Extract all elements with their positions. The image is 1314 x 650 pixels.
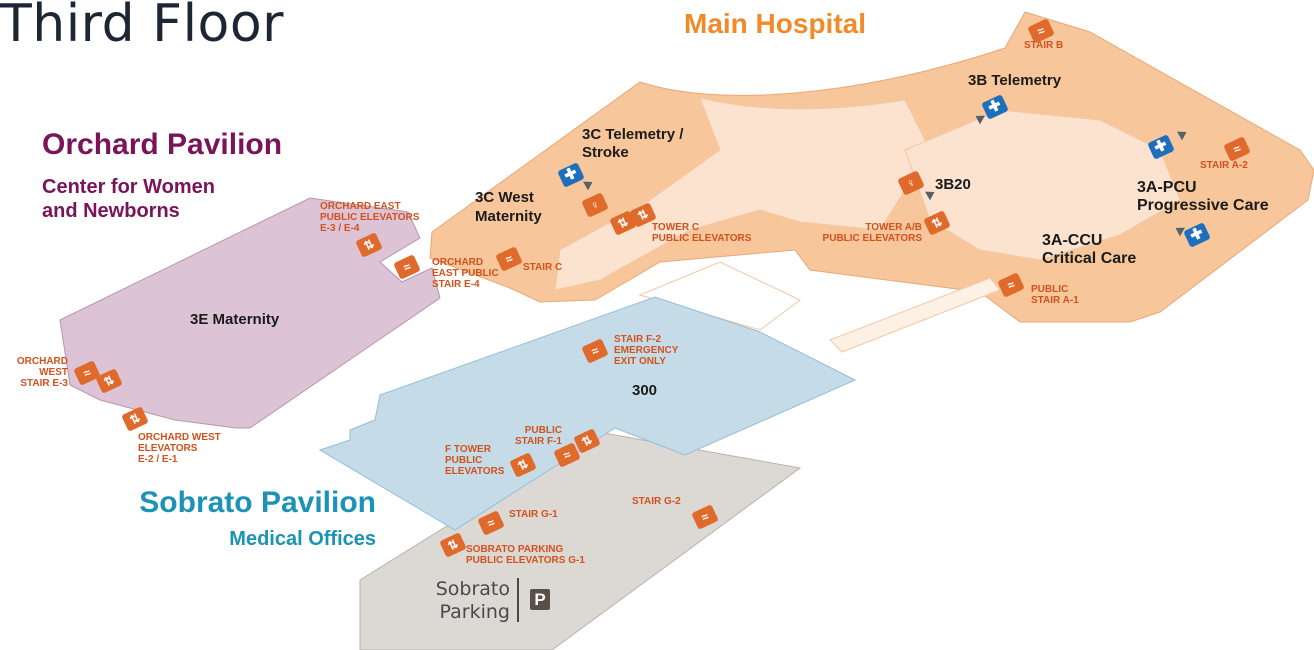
parking-label-line2: Parking [439, 601, 510, 623]
orchard-west-stair-label-2: WEST [39, 367, 68, 378]
orchard-east-elev-label-1: ORCHARD EAST [320, 201, 401, 212]
stair-a2-label: STAIR A-2 [1200, 160, 1248, 171]
stair-f2-label-2: EMERGENCY [614, 345, 679, 356]
unit-300[interactable]: 300 [632, 382, 658, 399]
stair-f2-label-1: STAIR F-2 [614, 334, 662, 345]
unit-3a-ccu-line1[interactable]: 3A-CCU [1042, 232, 1103, 249]
page-title: Third Floor [0, 0, 285, 54]
tower-c-label-2: PUBLIC ELEVATORS [652, 233, 752, 244]
skybridge-a [829, 277, 1001, 353]
stair-a1-label-2: STAIR A-1 [1031, 295, 1079, 306]
orchard-west-stair-label-1: ORCHARD [16, 356, 68, 367]
orchard-east-stair-label-3: STAIR E-4 [432, 279, 480, 290]
orchard-west-elev-label-3: E-2 / E-1 [138, 454, 178, 465]
f-tower-label-3: ELEVATORS [445, 466, 505, 477]
orchard-pavilion-area[interactable] [59, 197, 441, 429]
stair-f2-label-3: EXIT ONLY [614, 356, 666, 367]
unit-3c-west-line1[interactable]: 3C West [475, 189, 534, 206]
parking-icon: P [530, 589, 550, 610]
main-hospital-corridor [554, 97, 931, 291]
orchard-east-elev-label-2: PUBLIC ELEVATORS [320, 212, 420, 223]
stair-g2-label: STAIR G-2 [632, 496, 681, 507]
orchard-subtitle-1: Center for Women [42, 176, 215, 198]
sobrato-parking-elev-label-2: PUBLIC ELEVATORS G-1 [466, 555, 585, 566]
main-hospital-corridor-east [904, 109, 1181, 261]
stair-g1-label: STAIR G-1 [509, 509, 558, 520]
unit-3b-telemetry[interactable]: 3B Telemetry [968, 72, 1062, 89]
sobrato-parking-area[interactable] [359, 431, 802, 650]
unit-3b20[interactable]: 3B20 [935, 176, 971, 193]
unit-3c-west-line2[interactable]: Maternity [475, 208, 542, 225]
f-tower-label-2: PUBLIC [445, 455, 483, 466]
tower-ab-label-1: TOWER A/B [865, 222, 922, 233]
orchard-west-elev-label-2: ELEVATORS [138, 443, 198, 454]
sobrato-subtitle: Medical Offices [229, 528, 376, 550]
stair-a1-label-1: PUBLIC [1031, 284, 1069, 295]
orchard-west-stair-label-3: STAIR E-3 [20, 378, 68, 389]
sobrato-pavilion-label: Sobrato Pavilion [139, 486, 376, 519]
stair-c-label: STAIR C [523, 262, 563, 273]
orchard-east-stair-label-2: EAST PUBLIC [432, 268, 499, 279]
unit-3c-telemetry-line1[interactable]: 3C Telemetry / [582, 126, 684, 143]
unit-3a-pcu-line1[interactable]: 3A-PCU [1137, 179, 1197, 196]
unit-3a-pcu-line2[interactable]: Progressive Care [1137, 197, 1269, 214]
orchard-pavilion-label: Orchard Pavilion [42, 128, 283, 161]
stair-f1-label-2: STAIR F-1 [514, 436, 562, 447]
orchard-west-elev-label-1: ORCHARD WEST [138, 432, 221, 443]
orchard-subtitle-2: and Newborns [42, 200, 180, 222]
sobrato-parking-elev-label-1: SOBRATO PARKING [466, 544, 564, 555]
unit-3e-maternity[interactable]: 3E Maternity [190, 311, 280, 328]
main-hospital-label: Main Hospital [684, 8, 867, 39]
orchard-east-stair-label-1: ORCHARD [432, 257, 484, 268]
unit-3a-ccu-line2[interactable]: Critical Care [1042, 250, 1137, 267]
orchard-east-elev-label-3: E-3 / E-4 [320, 223, 360, 234]
unit-3c-telemetry-line2[interactable]: Stroke [582, 144, 629, 161]
parking-label-line1: Sobrato [435, 578, 510, 600]
parking-label: Sobrato Parking [424, 578, 510, 624]
f-tower-label-1: F TOWER [445, 444, 491, 455]
tower-ab-label-2: PUBLIC ELEVATORS [822, 233, 922, 244]
stair-b-label: STAIR B [1024, 40, 1064, 51]
tower-c-label-1: TOWER C [652, 222, 700, 233]
stair-f1-label-1: PUBLIC [524, 425, 562, 436]
